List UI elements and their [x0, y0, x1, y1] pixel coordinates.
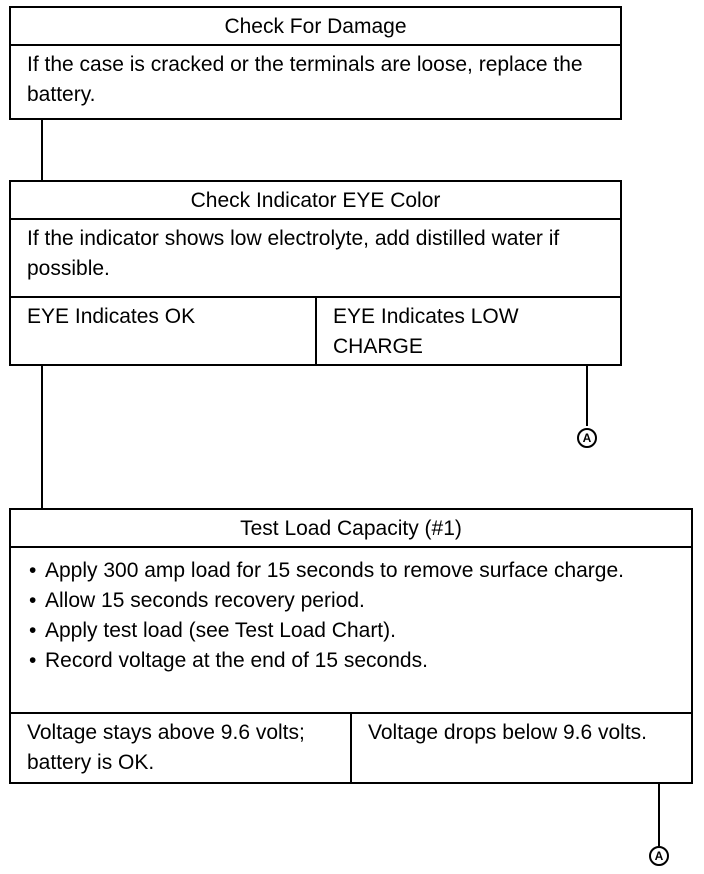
connector-line-low-charge — [586, 364, 588, 426]
check-eye-title: Check Indicator EYE Color — [11, 182, 620, 220]
connector-a-lower: A — [649, 846, 669, 866]
eye-result-row: EYE Indicates OK EYE Indicates LOW CHARG… — [11, 296, 620, 366]
check-damage-title: Check For Damage — [11, 8, 620, 46]
eye-ok-cell: EYE Indicates OK — [11, 298, 317, 366]
eye-low-charge-cell: EYE Indicates LOW CHARGE — [333, 305, 519, 358]
check-damage-text: If the case is cracked or the terminals … — [27, 53, 583, 106]
test-load-box: Test Load Capacity (#1) Apply 300 amp lo… — [9, 508, 693, 784]
voltage-result-row: Voltage stays above 9.6 volts; battery i… — [11, 712, 691, 784]
test-load-steps: Apply 300 amp load for 15 seconds to rem… — [11, 548, 691, 712]
test-load-step: Allow 15 seconds recovery period. — [27, 586, 677, 616]
test-load-step: Apply test load (see Test Load Chart). — [27, 616, 677, 646]
connector-line-voltage-drops — [658, 782, 660, 846]
check-eye-box: Check Indicator EYE Color If the indicat… — [9, 180, 622, 366]
voltage-ok-cell: Voltage stays above 9.6 volts; battery i… — [11, 714, 352, 784]
test-load-step: Apply 300 amp load for 15 seconds to rem… — [27, 556, 677, 586]
connector-line-box1-box2 — [41, 118, 43, 182]
voltage-drops-cell: Voltage drops below 9.6 volts. — [368, 721, 648, 744]
test-load-title: Test Load Capacity (#1) — [11, 510, 691, 548]
check-damage-box: Check For Damage If the case is cracked … — [9, 6, 622, 120]
connector-a-upper: A — [577, 428, 597, 448]
connector-line-box2-box3 — [41, 364, 43, 510]
test-load-step: Record voltage at the end of 15 seconds. — [27, 646, 677, 676]
check-eye-text: If the indicator shows low electrolyte, … — [27, 227, 560, 280]
